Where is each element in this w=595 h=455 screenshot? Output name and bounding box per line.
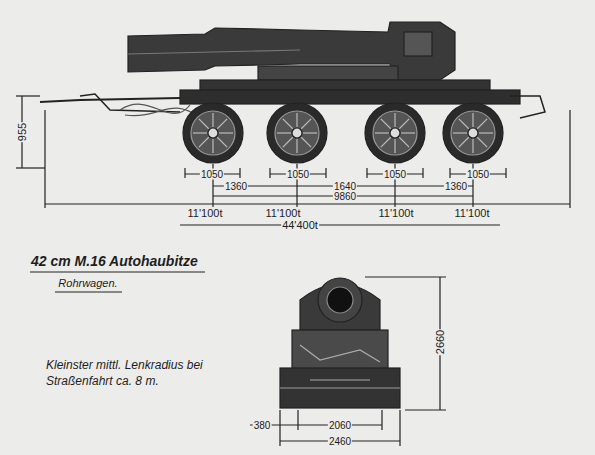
drawing-title: 42 cm M.16 Autohaubitze <box>30 254 199 269</box>
axle-dimension: 1050 <box>466 169 490 180</box>
frame <box>180 90 520 104</box>
wheel <box>443 103 503 163</box>
wheel <box>267 103 327 163</box>
cradle <box>258 66 398 80</box>
axle-load: 11'100t <box>265 207 302 219</box>
rear-bracket <box>510 96 545 118</box>
wheel-set <box>183 103 503 163</box>
spacing-dimension: 1360 <box>444 181 468 192</box>
axle-dimension: 1050 <box>200 169 224 180</box>
muzzle <box>318 278 362 322</box>
wheel-rim <box>275 111 319 155</box>
spacing-dimension: 1360 <box>224 181 248 192</box>
tow-bar <box>40 98 180 102</box>
wheel-rim <box>191 111 235 155</box>
bore <box>327 287 353 313</box>
track-dimension: 380 <box>253 420 272 431</box>
barrel-front <box>300 284 380 330</box>
barrel <box>128 22 455 80</box>
total-weight: 44'400t <box>281 219 319 231</box>
track-dimension: 2060 <box>328 420 352 431</box>
wheel-rim <box>451 111 495 155</box>
frame-top <box>200 80 490 90</box>
axle-load: 11'100t <box>454 207 491 219</box>
axle-load: 11'100t <box>187 207 224 219</box>
axle-dimension: 1050 <box>383 169 407 180</box>
height-dimension: 2660 <box>434 329 446 355</box>
wheelbase-dimension: 9860 <box>333 191 357 202</box>
wheel <box>183 103 243 163</box>
height-dimension: 955 <box>16 122 28 142</box>
axle-load: 11'100t <box>378 207 415 219</box>
breech-block <box>404 32 432 56</box>
subtitle: Rohrwagen. <box>57 277 118 289</box>
width-dimension: 2460 <box>328 436 352 447</box>
note: Kleinster mittl. Lenkradius bei Straßenf… <box>45 358 247 389</box>
axle-dimension: 1050 <box>286 169 310 180</box>
wheel <box>365 103 425 163</box>
wheel-rim <box>373 111 417 155</box>
front-wheels <box>280 368 400 408</box>
